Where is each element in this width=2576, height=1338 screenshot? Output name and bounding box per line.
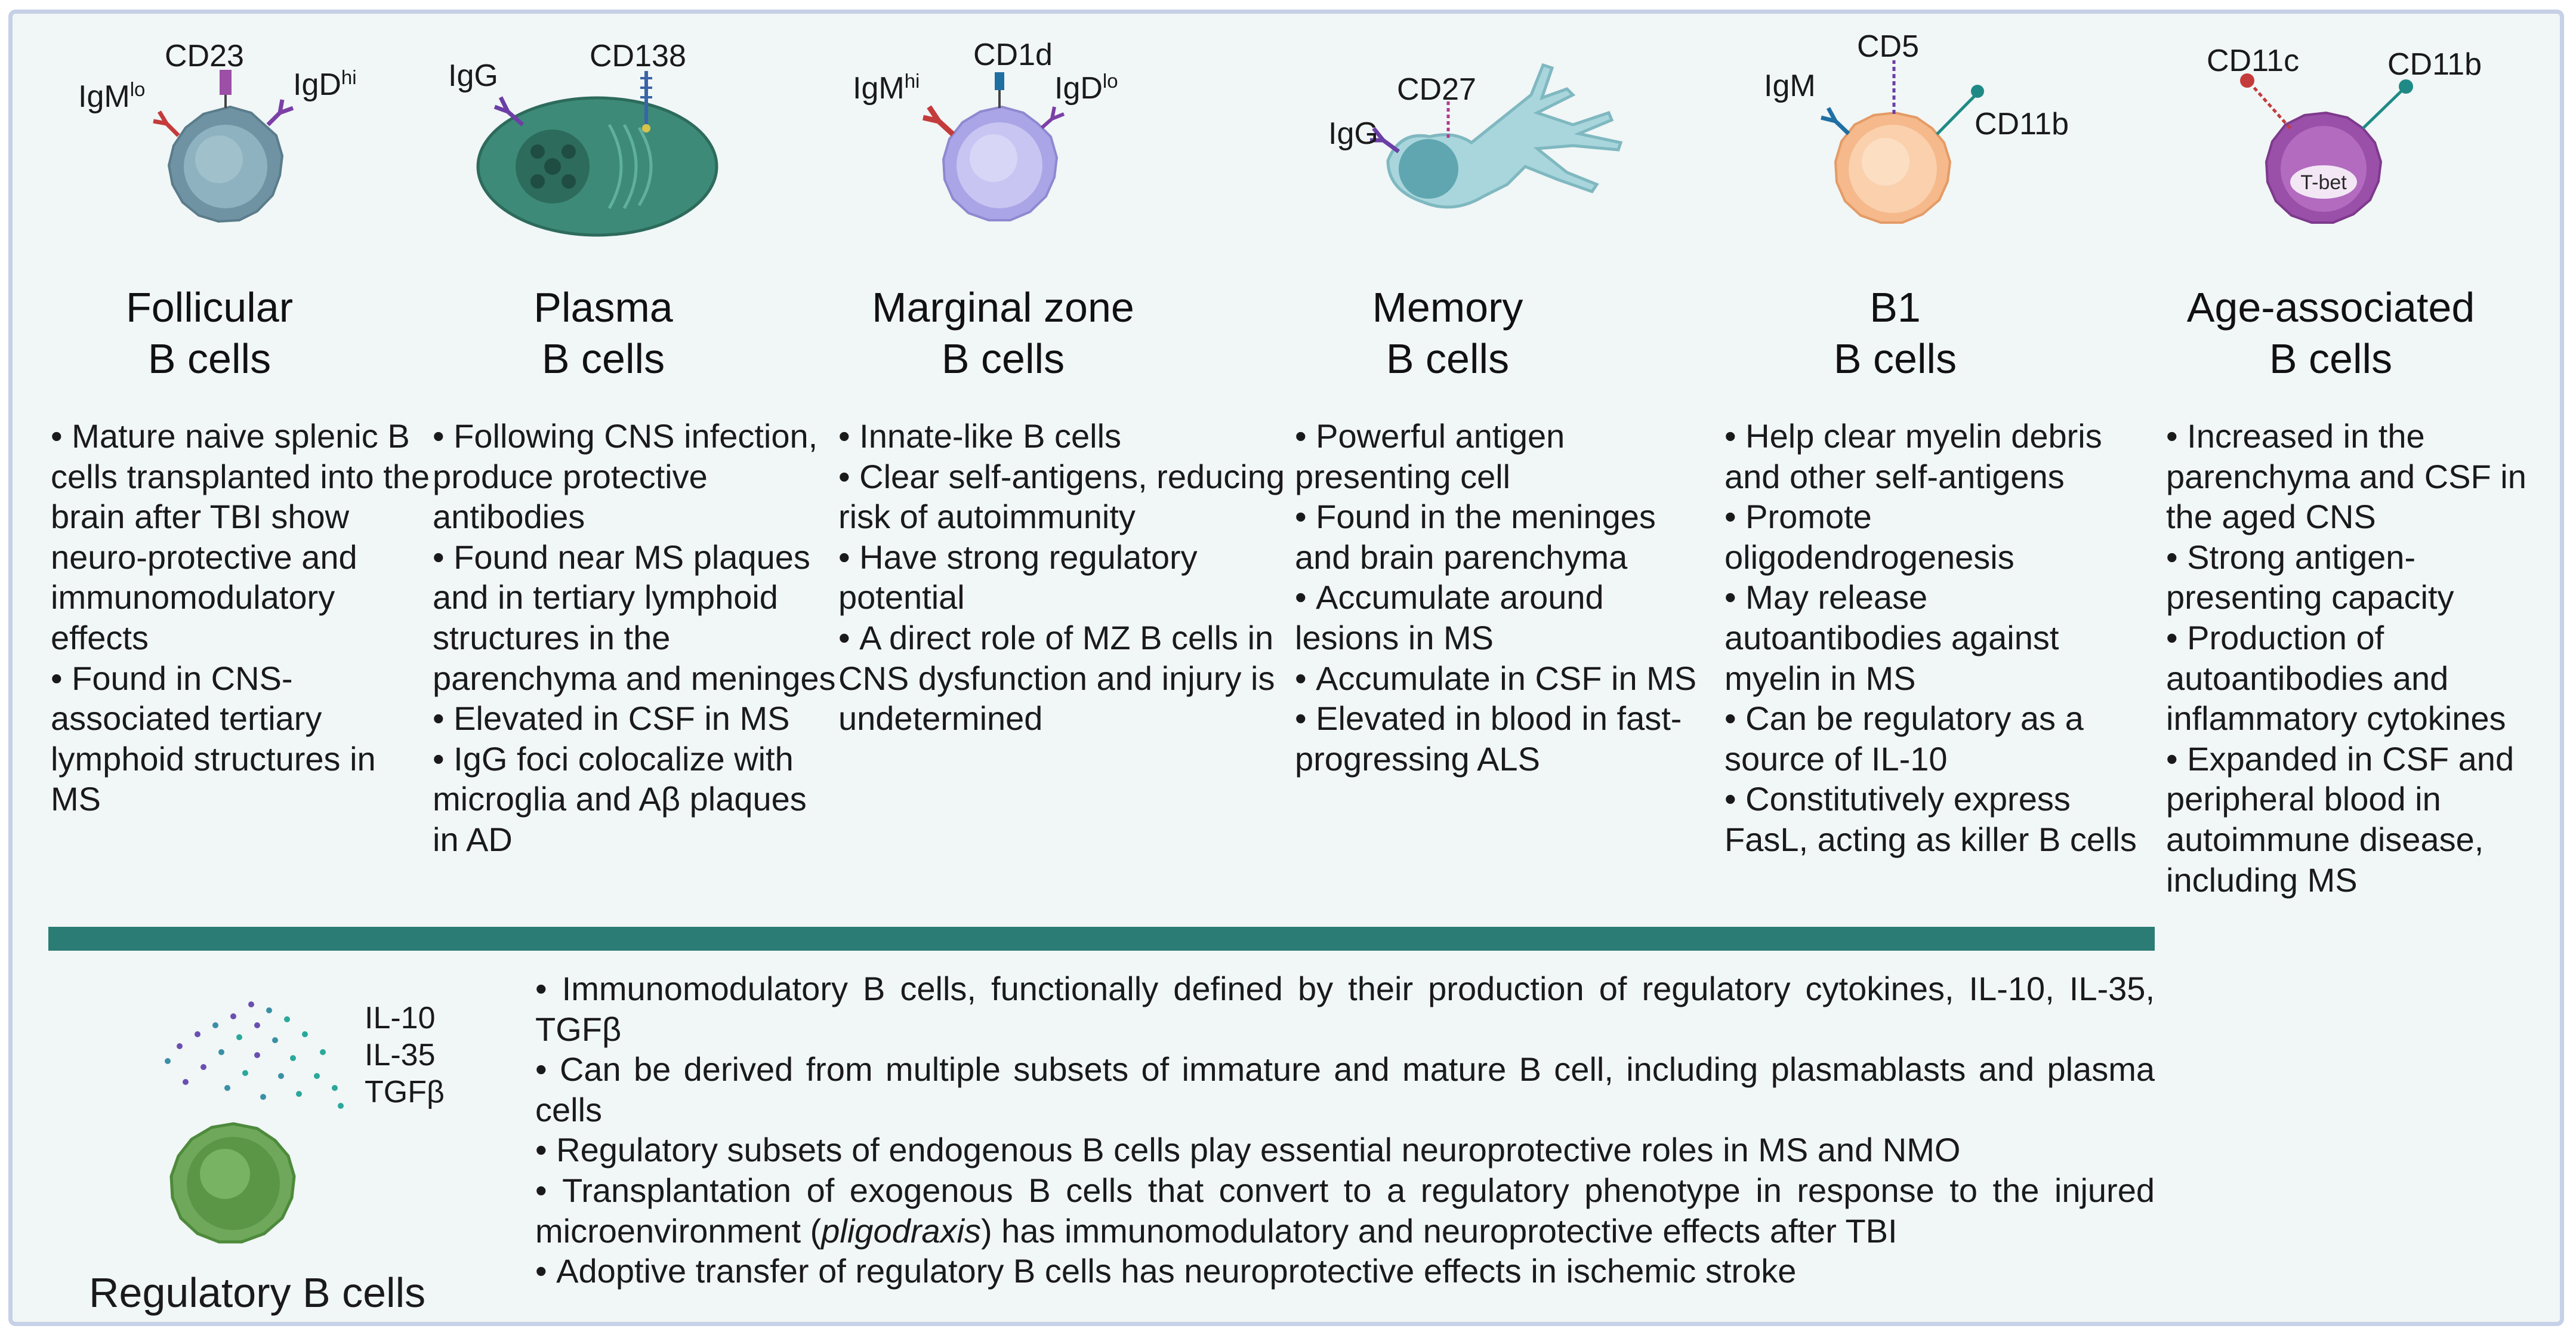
cd138-receptor-icon: [640, 71, 652, 132]
bullet-item: Transplantation of exogenous B cells tha…: [535, 1170, 2155, 1251]
memory-cell-icon: [1386, 63, 1623, 209]
igg-antibody-icon: [1370, 127, 1400, 153]
bullet-item: Clear self-antigens, reducing risk of au…: [838, 457, 1292, 537]
marker-label-igd: IgDhi: [293, 66, 357, 102]
bullet-item: Following CNS infection, produce protect…: [433, 416, 838, 537]
bullet-item: Expanded in CSF and peripheral blood in …: [2166, 739, 2560, 900]
cytokine-label-il10: IL-10: [365, 1001, 436, 1035]
bullet-item: May release autoantibodies against myeli…: [1724, 577, 2154, 698]
bullet-item: Elevated in blood in fast-progressing AL…: [1295, 698, 1713, 779]
regulatory-title: Regulatory B cells: [89, 1269, 426, 1316]
cytokine-label-il35: IL-35: [365, 1038, 436, 1072]
cd11b-receptor-icon: [1936, 85, 1984, 135]
subset-bullets: Increased in the parenchyma and CSF in t…: [2166, 416, 2560, 900]
regulatory-cell-icon: [169, 1122, 296, 1244]
marker-label-cd11c: CD11c: [2207, 44, 2299, 78]
bullet-item: Can be derived from multiple subsets of …: [535, 1049, 2155, 1130]
bullet-item: Innate-like B cells: [838, 416, 1292, 457]
subset-bullets: Following CNS infection, produce protect…: [433, 416, 838, 860]
bullet-item: Strong antigen-presenting capacity: [2166, 537, 2560, 618]
regulatory-bullets: Immunomodulatory B cells, functionally d…: [535, 969, 2155, 1291]
cytokine-cloud-icon: [165, 1001, 344, 1109]
bullet-item: Accumulate in CSF in MS: [1295, 658, 1713, 699]
marker-label-igg: IgG: [1328, 116, 1378, 151]
age-associated-b-cell-illustration: T-bet CD11c CD11b: [2207, 44, 2482, 224]
igm-antibody-icon: [1821, 107, 1850, 135]
marker-label-cd11b: CD11b: [1975, 107, 2069, 141]
marker-label-cd5: CD5: [1857, 29, 1919, 64]
tbet-label: T-bet: [2300, 171, 2347, 194]
marker-label-igm: IgMhi: [853, 70, 920, 106]
bullet-item: Elevated in CSF in MS: [433, 698, 838, 739]
marker-label-igd: IgDlo: [1054, 70, 1118, 106]
marker-label-igm: IgM: [1764, 69, 1816, 103]
marker-label-cd23: CD23: [165, 39, 244, 73]
marker-label-cd27: CD27: [1397, 72, 1476, 107]
bullet-item: Found in CNS-associated tertiary lymphoi…: [51, 658, 433, 819]
igd-antibody-icon: [1041, 106, 1065, 130]
igm-antibody-icon: [153, 110, 180, 137]
bullet-item: Adoptive transfer of regulatory B cells …: [535, 1251, 2155, 1291]
bullet-item: Mature naive splenic B cells transplante…: [51, 416, 433, 658]
marker-label-cd11b: CD11b: [2387, 47, 2482, 82]
bullet-item: Immunomodulatory B cells, functionally d…: [535, 969, 2155, 1049]
memory-b-cell-illustration: IgG CD27: [1328, 63, 1623, 209]
bullet-item: Regulatory subsets of endogenous B cells…: [535, 1130, 2155, 1170]
bullet-item: Found in the meninges and brain parenchy…: [1295, 497, 1713, 577]
follicular-cell-icon: [167, 105, 284, 223]
b1-cell-icon: [1834, 111, 1952, 224]
cytokine-label-tgfb: TGFβ: [365, 1075, 445, 1109]
subset-bullets: Innate-like B cells Clear self-antigens,…: [838, 416, 1292, 739]
bullet-item: Found near MS plaques and in tertiary ly…: [433, 537, 838, 698]
igd-antibody-icon: [266, 99, 294, 127]
bullet-item: Have strong regulatory potential: [838, 537, 1292, 618]
marker-label-cd1d: CD1d: [973, 38, 1053, 72]
bullet-item: A direct role of MZ B cells in CNS dysfu…: [838, 618, 1292, 739]
subset-bullets: Mature naive splenic B cells transplante…: [51, 416, 433, 819]
bullet-item: Promote oligodendrogenesis: [1724, 497, 2154, 577]
cd1d-receptor-icon: [995, 72, 1004, 108]
bullet-item: IgG foci colocalize with microglia and A…: [433, 739, 838, 860]
cd23-receptor-icon: [220, 70, 232, 108]
bullet-item: Production of autoantibodies and inflamm…: [2166, 618, 2560, 739]
cd11c-receptor-icon: [2240, 73, 2291, 130]
follicular-b-cell-illustration: IgMlo CD23 IgDhi: [78, 39, 357, 223]
bullet-item: Can be regulatory as a source of IL-10: [1724, 698, 2154, 779]
bullet-item: Accumulate around lesions in MS: [1295, 577, 1713, 658]
marker-label-igg: IgG: [448, 58, 498, 93]
marker-label-cd138: CD138: [590, 39, 686, 73]
igm-antibody-icon: [922, 105, 955, 137]
bullet-item: Constitutively express FasL, acting as k…: [1724, 779, 2154, 859]
subset-bullets: Help clear myelin debris and other self-…: [1724, 416, 2154, 860]
age-associated-cell-icon: T-bet: [2265, 111, 2383, 224]
marginal-zone-b-cell-illustration: IgMhi CD1d IgDlo: [853, 38, 1118, 221]
bullet-item: Powerful antigen presenting cell: [1295, 416, 1713, 497]
b1-b-cell-illustration: IgM CD5 CD11b: [1764, 29, 2069, 224]
section-divider: [48, 927, 2155, 951]
bullet-item: Help clear myelin debris and other self-…: [1724, 416, 2154, 497]
regulatory-b-cell-illustration: IL-10 IL-35 TGFβ: [165, 1001, 445, 1244]
bullet-item: Increased in the parenchyma and CSF in t…: [2166, 416, 2560, 537]
subset-bullets: Powerful antigen presenting cell Found i…: [1295, 416, 1713, 779]
igg-antibody-icon: [493, 96, 525, 127]
pligodraxis-term: pligodraxis: [821, 1211, 981, 1250]
plasma-b-cell-illustration: IgG CD138: [448, 39, 718, 237]
marginal-zone-cell-icon: [942, 105, 1059, 221]
marker-label-igm: IgMlo: [78, 78, 145, 114]
plasma-cell-icon: [476, 96, 718, 237]
cd11b-receptor-icon: [2362, 79, 2413, 130]
